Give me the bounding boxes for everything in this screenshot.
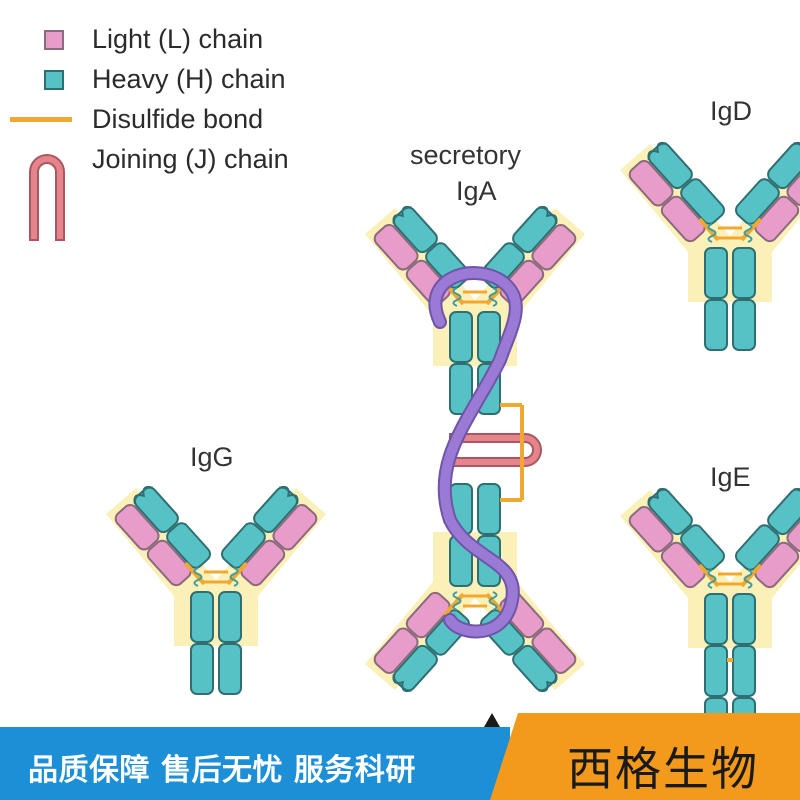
- slogan-banner: [0, 727, 510, 800]
- legend-heavy-chain-label: Heavy (H) chain: [92, 64, 286, 94]
- iga-upper-monomer: [363, 201, 587, 416]
- legend-disulfide-bond-label: Disulfide bond: [92, 104, 264, 134]
- banner-slogan: 品质保障 售后无忧 服务科研: [28, 753, 416, 788]
- ige-antibody: [618, 483, 800, 739]
- igg-antibody: [104, 481, 328, 696]
- secretory-label: secretory: [410, 140, 522, 170]
- joining-chain-swatch: [29, 154, 65, 241]
- disulfide-bond-swatch: [10, 117, 72, 122]
- igd-label: IgD: [710, 96, 753, 126]
- light-chain-swatch: [44, 30, 64, 50]
- igd-antibody: [618, 137, 800, 352]
- banner-notch: [484, 713, 500, 727]
- heavy-chain-swatch: [44, 70, 64, 90]
- j-chain: [449, 433, 542, 467]
- legend-light-chain-label: Light (L) chain: [92, 24, 264, 54]
- legend-joining-chain-label: Joining (J) chain: [92, 144, 289, 174]
- iga-label: IgA: [456, 176, 497, 206]
- iga-lower-monomer: [363, 482, 587, 697]
- igg-label: IgG: [190, 442, 234, 472]
- ige-label: IgE: [710, 462, 751, 492]
- banner-brand: 西格生物: [567, 742, 759, 796]
- brand-banner: [490, 713, 800, 800]
